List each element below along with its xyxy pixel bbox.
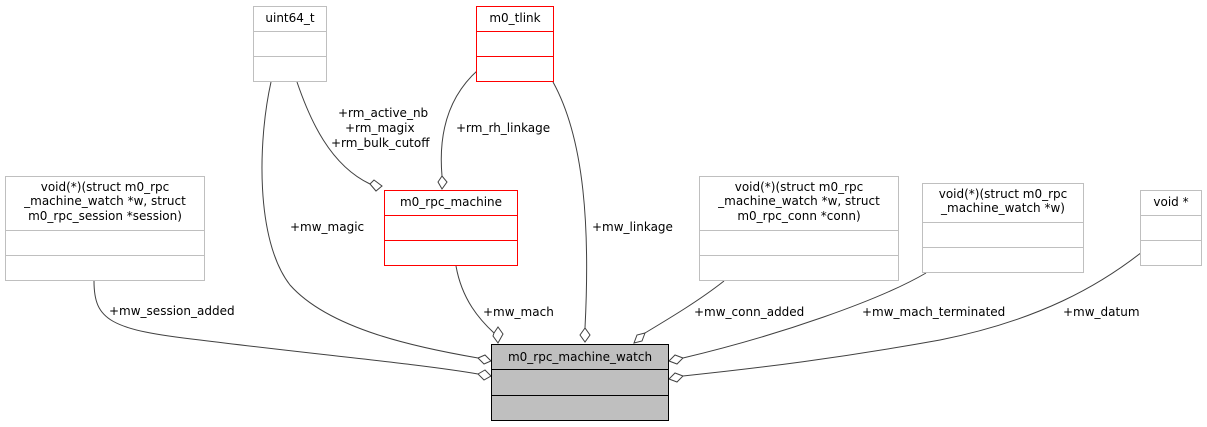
node-title-line: void(*)(struct m0_rpc <box>939 187 1068 201</box>
node-title-line: void(*)(struct m0_rpc <box>735 180 864 194</box>
edge-rm-fields: +rm_active_nb +rm_magix +rm_bulk_cutoff <box>296 81 430 192</box>
node-title-line: m0_rpc_conn *conn) <box>737 209 860 223</box>
node-title: uint64_t <box>265 11 315 25</box>
edge-label-magic: +mw_magic <box>290 220 364 234</box>
aggregation-diamond <box>477 354 492 365</box>
node-title: m0_rpc_machine_watch <box>508 350 652 364</box>
edge-label-datum: +mw_datum <box>1063 305 1140 319</box>
node-title-line: void(*)(struct m0_rpc <box>41 180 170 194</box>
node-title: m0_rpc_machine <box>400 195 502 209</box>
edge-session-added: +mw_session_added <box>93 280 492 381</box>
aggregation-diamond <box>668 372 684 383</box>
edge-label-session-added: +mw_session_added <box>109 304 235 318</box>
edge-conn-added: +mw_conn_added <box>633 280 804 344</box>
edge-datum: +mw_datum <box>668 251 1143 383</box>
node-mach-terminated-type[interactable]: void(*)(struct m0_rpc _machine_watch *w) <box>922 183 1084 273</box>
node-m0-tlink[interactable]: m0_tlink <box>476 6 554 82</box>
edge-label-rh-linkage: +rm_rh_linkage <box>456 121 550 135</box>
node-void-pointer[interactable]: void * <box>1140 190 1202 266</box>
node-title-line: m0_rpc_session *session) <box>28 209 182 223</box>
edge-label-rm-bulk-cutoff: +rm_bulk_cutoff <box>331 136 430 150</box>
node-title: void * <box>1153 195 1188 209</box>
node-title: m0_tlink <box>489 11 540 25</box>
edge-linkage: +mw_linkage <box>552 81 673 343</box>
node-title-line: _machine_watch *w, struct <box>23 194 186 208</box>
edge-mach-terminated: +mw_mach_terminated <box>668 272 1005 365</box>
edge-mach: +mw_mach <box>455 265 554 344</box>
node-title-line: _machine_watch *w) <box>940 201 1065 215</box>
aggregation-diamond <box>369 179 383 192</box>
aggregation-diamond <box>437 175 448 190</box>
edge-label-mach-terminated: +mw_mach_terminated <box>862 305 1005 319</box>
aggregation-diamond <box>492 326 504 344</box>
edge-label-mach: +mw_mach <box>483 305 554 319</box>
node-title-line: _machine_watch *w, struct <box>717 194 880 208</box>
edge-label-conn-added: +mw_conn_added <box>694 305 804 319</box>
edge-magic: +mw_magic <box>261 81 492 365</box>
node-session-added-type[interactable]: void(*)(struct m0_rpc _machine_watch *w,… <box>5 176 205 281</box>
edge-label-linkage: +mw_linkage <box>592 220 673 234</box>
aggregation-diamond <box>633 332 646 344</box>
node-m0-rpc-machine-watch[interactable]: m0_rpc_machine_watch <box>491 344 669 421</box>
edge-label-rm-magix: +rm_magix <box>345 121 415 135</box>
aggregation-diamond <box>668 354 684 365</box>
node-conn-added-type[interactable]: void(*)(struct m0_rpc _machine_watch *w,… <box>699 176 899 281</box>
edge-rh-linkage: +rm_rh_linkage <box>437 69 550 190</box>
node-uint64-t[interactable]: uint64_t <box>253 6 327 82</box>
node-m0-rpc-machine[interactable]: m0_rpc_machine <box>384 190 518 266</box>
edge-label-rm-active-nb: +rm_active_nb <box>338 106 428 120</box>
aggregation-diamond <box>579 327 591 343</box>
aggregation-diamond <box>477 369 492 381</box>
